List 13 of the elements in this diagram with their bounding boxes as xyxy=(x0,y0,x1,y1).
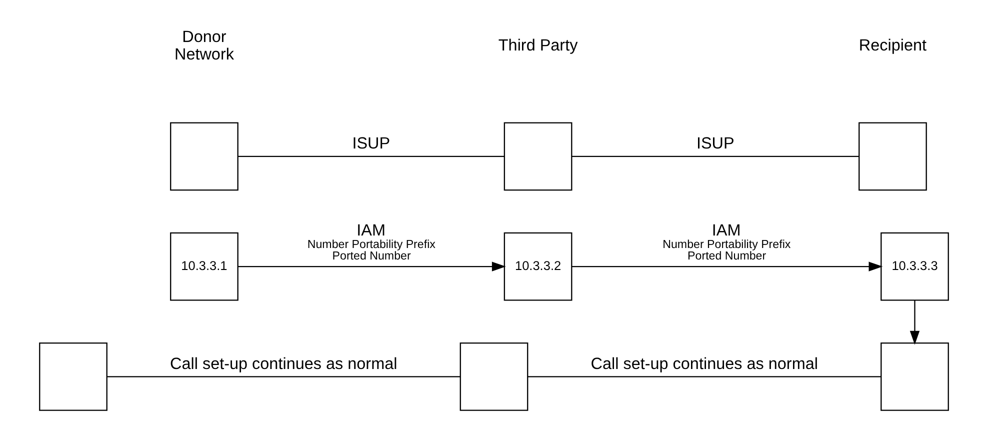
edge-label: Call set-up continues as normal xyxy=(590,354,818,373)
label: Third Party xyxy=(498,36,578,55)
label: Ported Number xyxy=(332,250,411,263)
label: Number Portability Prefix xyxy=(662,239,791,252)
label: Number Portability Prefix xyxy=(307,239,436,252)
label: Recipient xyxy=(858,36,927,55)
edge-label: Call set-up continues as normal xyxy=(170,354,398,373)
label: Ported Number xyxy=(688,250,766,263)
edge-label: ISUP xyxy=(352,134,390,153)
edge-label: ISUP xyxy=(696,134,734,153)
edge-label: IAM xyxy=(356,221,386,240)
edge-label: IAM xyxy=(712,221,741,240)
label: Donor Network xyxy=(174,28,234,64)
